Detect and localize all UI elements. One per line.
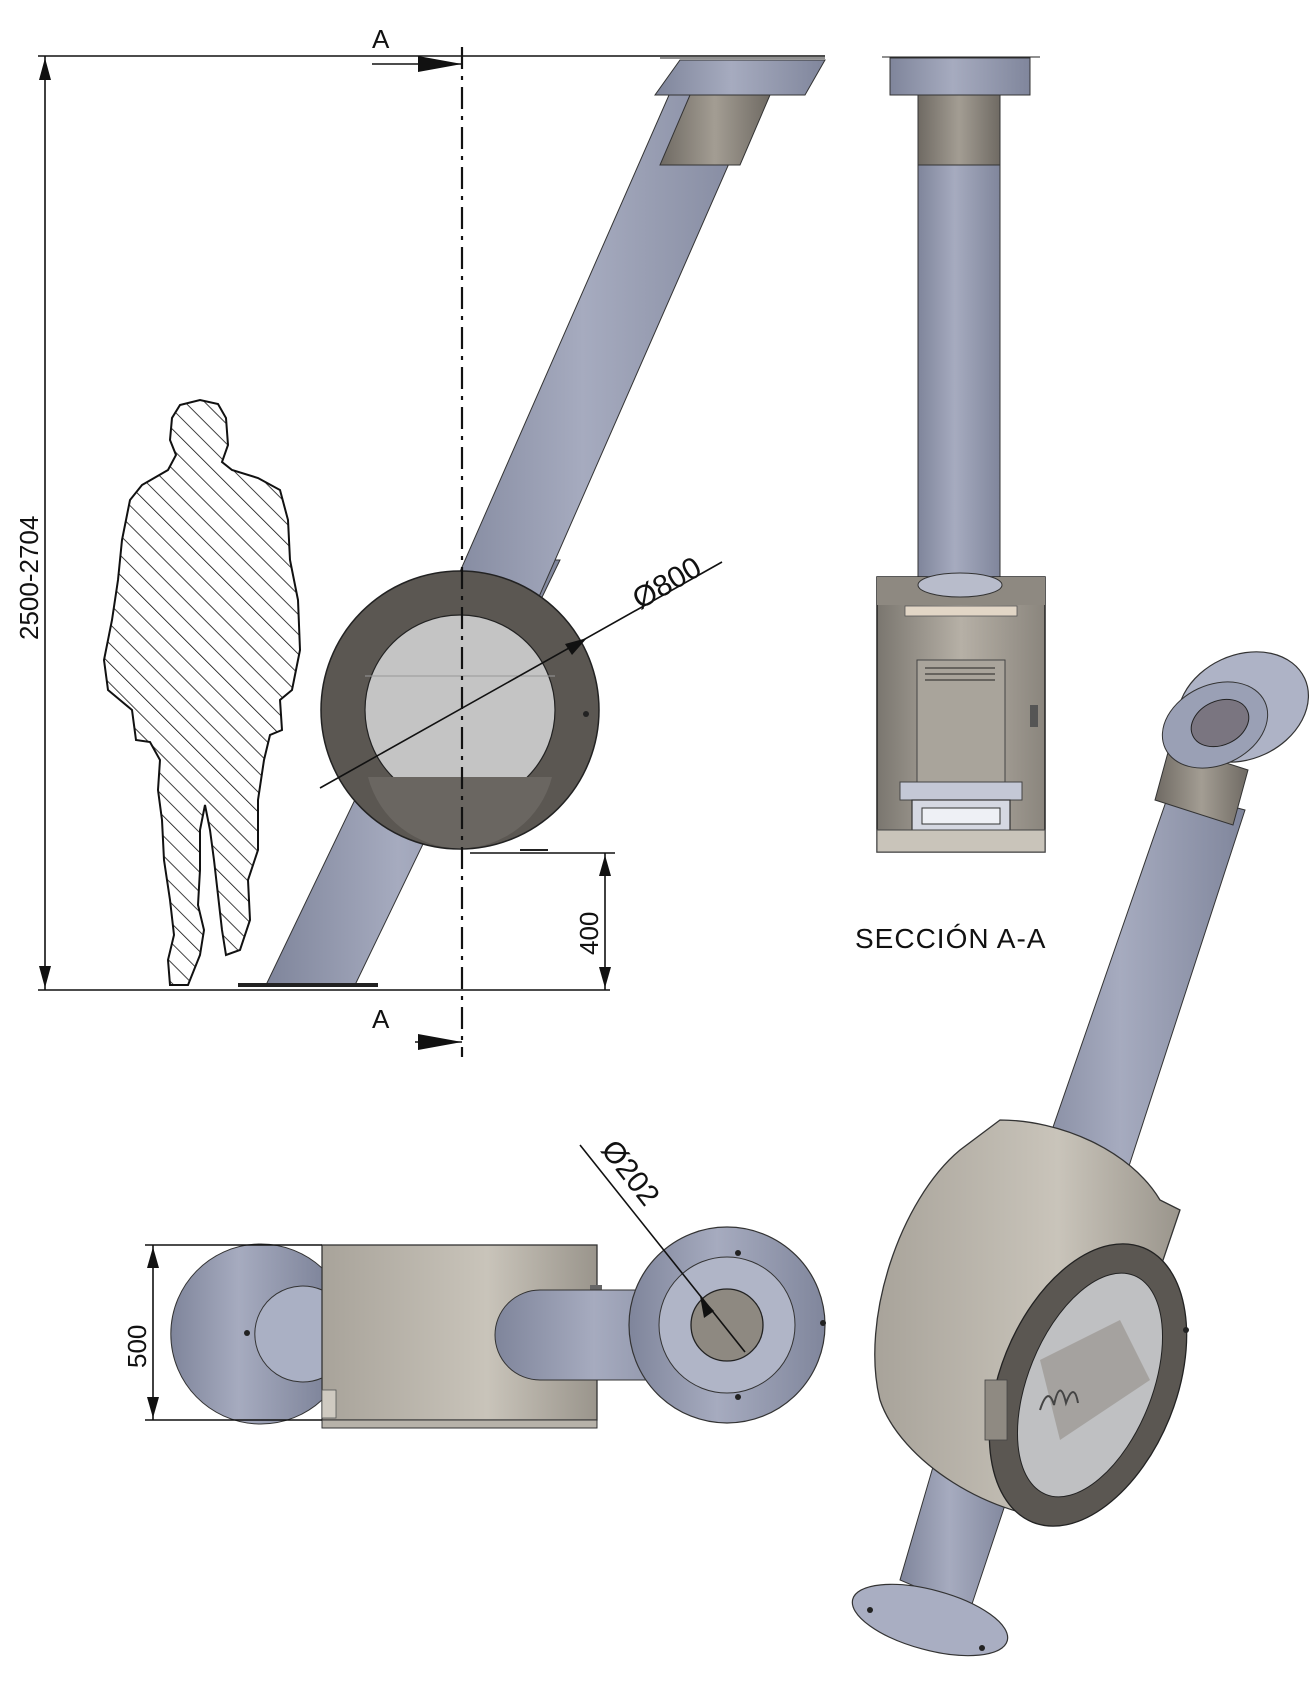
- diameter-800-label: Ø800: [627, 551, 707, 616]
- human-scale-figure: [102, 398, 302, 986]
- clearance-400-label: 400: [574, 912, 604, 955]
- iso-floor-plate: [851, 1583, 1009, 1657]
- section-marker-top: A: [372, 24, 390, 54]
- section-collar: [917, 94, 1001, 166]
- floor-plate: [238, 983, 378, 987]
- section-flue-pipe: [917, 164, 1001, 578]
- diameter-202-label: Ø202: [594, 1134, 665, 1212]
- section-a-a-view: SECCIÓN A-A: [855, 56, 1046, 954]
- top-plan-view: Ø202 500: [122, 1134, 826, 1429]
- depth-500-label: 500: [122, 1325, 152, 1368]
- height-dimension: 2500-2704: [14, 516, 44, 640]
- section-ceiling-plate: [889, 57, 1031, 96]
- front-elevation-view: A A 2500-2704 Ø800 400: [14, 24, 826, 1057]
- ceiling-plate: [654, 59, 826, 96]
- isometric-view: [851, 651, 1310, 1657]
- section-marker-bottom: A: [372, 1004, 390, 1034]
- section-title: SECCIÓN A-A: [855, 923, 1046, 954]
